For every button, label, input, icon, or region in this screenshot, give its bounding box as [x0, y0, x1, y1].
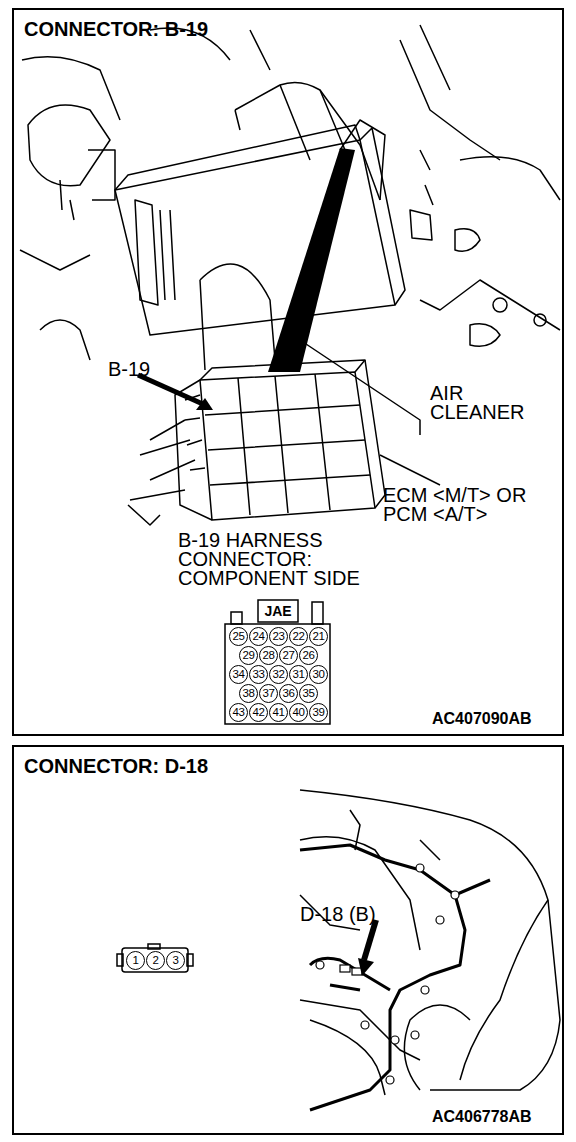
pin-number: 43 [229, 703, 248, 722]
pin-number: 25 [229, 627, 248, 646]
pin-number: 28 [259, 646, 278, 665]
part-label: AIR CLEANER [430, 384, 560, 422]
pin-number: 24 [249, 627, 268, 646]
part-label: ECM <M/T> OR PCM <A/T> [383, 486, 568, 524]
pin-number: 40 [289, 703, 308, 722]
part-label: B-19 HARNESS CONNECTOR: COMPONENT SIDE [178, 531, 418, 588]
pin-number: 37 [259, 684, 278, 703]
connector-maker: JAE [262, 602, 294, 620]
pin-number: 30 [309, 665, 328, 684]
panel-title: CONNECTOR: D-18 [24, 755, 208, 778]
pin-number: 33 [249, 665, 268, 684]
pin-number: 31 [289, 665, 308, 684]
pin-number: 42 [249, 703, 268, 722]
pin-number: 3 [166, 951, 185, 970]
connector-panel: CONNECTOR: D-18 [12, 745, 564, 1135]
pin-number: 35 [299, 684, 318, 703]
pin-number: 29 [239, 646, 258, 665]
pin-number: 41 [269, 703, 288, 722]
pin-number: 39 [309, 703, 328, 722]
callout-label: D-18 (B) [300, 905, 376, 924]
figure-code: AC407090AB [432, 710, 532, 728]
pin-number: 38 [239, 684, 258, 703]
pin-number: 23 [269, 627, 288, 646]
pin-number: 36 [279, 684, 298, 703]
connector-panel: CONNECTOR: B-19 [12, 8, 564, 736]
pin-number: 21 [309, 627, 328, 646]
figure-code: AC406778AB [432, 1108, 532, 1126]
pin-number: 26 [299, 646, 318, 665]
pin-number: 22 [289, 627, 308, 646]
pin-number: 34 [229, 665, 248, 684]
pin-number: 32 [269, 665, 288, 684]
callout-label: B-19 [108, 360, 150, 379]
pin-number: 2 [146, 951, 165, 970]
pin-number: 1 [126, 951, 145, 970]
pin-number: 27 [279, 646, 298, 665]
panel-title: CONNECTOR: B-19 [24, 18, 208, 41]
